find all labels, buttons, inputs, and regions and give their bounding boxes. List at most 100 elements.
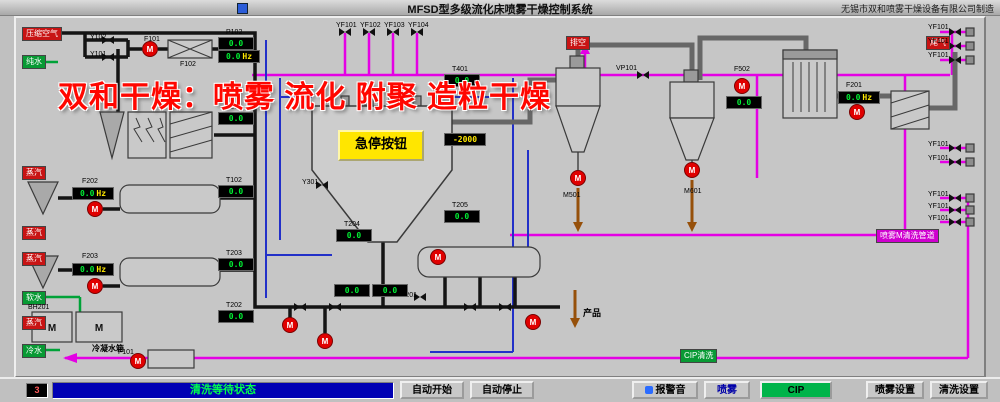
label-f101b: F101 <box>118 349 134 356</box>
label-t205: T205 <box>452 202 468 209</box>
valve-manifold-1 <box>294 303 306 311</box>
valve-y101 <box>102 53 114 61</box>
label-t201: T201 <box>226 104 242 111</box>
pump-m501: M <box>570 170 586 186</box>
pump-f203: M <box>87 278 103 294</box>
display-t205: 0.0 <box>444 210 480 223</box>
pump-m601: M <box>684 162 700 178</box>
valve-right-8 <box>949 218 961 226</box>
label-yf-right-8: YF101 <box>928 215 949 222</box>
display-unit: Hz <box>862 93 873 102</box>
label-t203: T203 <box>226 250 242 257</box>
pump-f202: M <box>87 201 103 217</box>
label-y102: Y102 <box>90 34 107 41</box>
water-pipes <box>265 40 529 353</box>
cyclone1-discharge-arrowhead <box>573 222 583 232</box>
tank1-motor-label: M <box>48 323 56 334</box>
spray-settings-button[interactable]: 喷雾设置 <box>866 381 924 399</box>
label-yf-right-5: YF101 <box>928 155 949 162</box>
auto-start-button[interactable]: 自动开始 <box>400 381 464 399</box>
label-yf101: YF101 <box>336 22 357 29</box>
supply-pure-water: 纯水 <box>22 55 46 69</box>
display-value: 0.0 <box>382 286 398 295</box>
cip-return-arrowhead <box>63 353 77 363</box>
label-yf-right-6: YF101 <box>928 191 949 198</box>
label-yf-right-3: YF101 <box>928 52 949 59</box>
label-yf-right-2: YF101 <box>928 38 949 45</box>
title-bar: MFSD型多级流化床喷雾干燥控制系统 无锡市双和喷雾干燥设备有限公司制造 <box>0 0 1000 16</box>
watermark-text: 双和干燥：喷雾 流化 附聚 造粒干燥 <box>58 81 552 114</box>
valve-right-1 <box>949 28 961 36</box>
hatched-filter <box>169 111 213 159</box>
process-diagram: M M M M M M M M M M M M M M <box>25 27 975 369</box>
supply-steam-3: 蒸汽 <box>22 252 46 266</box>
alarm-sound-button[interactable]: 报警音 <box>632 381 698 399</box>
pump-m: M <box>135 357 142 366</box>
pump-m: M <box>147 45 154 54</box>
display-unit: Hz <box>96 265 107 274</box>
valve-icons[interactable] <box>102 28 961 311</box>
display-value: 0.0 <box>228 114 244 123</box>
label-p102: P102 <box>226 29 243 36</box>
label-t202: T202 <box>226 302 242 309</box>
emergency-stop-button[interactable]: 急停按钮 <box>338 130 424 161</box>
cip-button[interactable]: CIP <box>760 381 832 399</box>
pump-f201: M <box>849 104 865 120</box>
valve-y301 <box>316 181 328 189</box>
display-value: 0.0 <box>454 76 470 85</box>
pump-m: M <box>435 253 442 262</box>
valve-right-6 <box>949 194 961 202</box>
cip-tank-2 <box>75 311 123 343</box>
pump-icons[interactable]: M M M M M M M M M M M M <box>87 41 865 369</box>
supply-steam-2: 蒸汽 <box>22 226 46 240</box>
display-vacuum: -2000 <box>444 133 486 146</box>
valve-manifold-4 <box>499 303 511 311</box>
label-y301: Y301 <box>302 179 319 186</box>
alarm-sound-icon <box>644 385 653 394</box>
auto-stop-button[interactable]: 自动停止 <box>470 381 534 399</box>
pump-m: M <box>689 166 696 175</box>
label-f101: F101 <box>144 36 160 43</box>
product-lines <box>573 180 694 318</box>
manufacturer-text: 无锡市双和喷雾干燥设备有限公司制造 <box>840 4 994 14</box>
display-rv1: 0.0 <box>334 284 370 297</box>
status-message: 清洗等待状态 <box>52 382 394 399</box>
label-yf-right-1: YF101 <box>928 24 949 31</box>
condensate-box <box>147 349 195 369</box>
display-value: 0.0 <box>736 98 752 107</box>
pump-m: M <box>92 282 99 291</box>
spray-button[interactable]: 喷雾 <box>704 381 750 399</box>
label-t401: T401 <box>452 66 468 73</box>
display-value: 0.0 <box>79 265 95 274</box>
valve-vp201 <box>414 293 426 301</box>
display-value: 0.0 <box>454 212 470 221</box>
counter-display: 3 <box>26 383 48 398</box>
display-value: 0.0 <box>845 93 861 102</box>
label-f203: F203 <box>82 253 98 260</box>
label-m601: M601 <box>684 188 702 195</box>
pump-f101: M <box>142 41 158 57</box>
clean-settings-button[interactable]: 清洗设置 <box>930 381 988 399</box>
pump-manifold-3: M <box>525 314 541 330</box>
label-m501: M501 <box>563 192 581 199</box>
supply-compressed-air: 压缩空气 <box>22 27 62 41</box>
cip-return-label: CIP清洗 <box>680 349 718 363</box>
cyclone-1 <box>555 67 601 107</box>
pump-manifold-2: M <box>317 333 333 349</box>
valve-yf104 <box>411 28 423 36</box>
pump-manifold-1: M <box>282 317 298 333</box>
display-t201: 0.0 <box>218 112 254 125</box>
valve-yf103 <box>387 28 399 36</box>
cyclone-2 <box>669 81 715 119</box>
display-value: -2000 <box>452 135 478 144</box>
fluid-bed-2 <box>119 257 221 287</box>
display-f502: 0.0 <box>726 96 762 109</box>
display-t401: 0.0 <box>444 74 480 87</box>
pump-m: M <box>287 321 294 330</box>
pump-m: M <box>322 337 329 346</box>
pump-f502: M <box>734 78 750 94</box>
condensate-tank-label: 冷凝水箱 <box>92 344 124 353</box>
cip-line-label: 喷雾M清洗管道 <box>876 229 939 243</box>
product-label: 产品 <box>583 308 602 318</box>
